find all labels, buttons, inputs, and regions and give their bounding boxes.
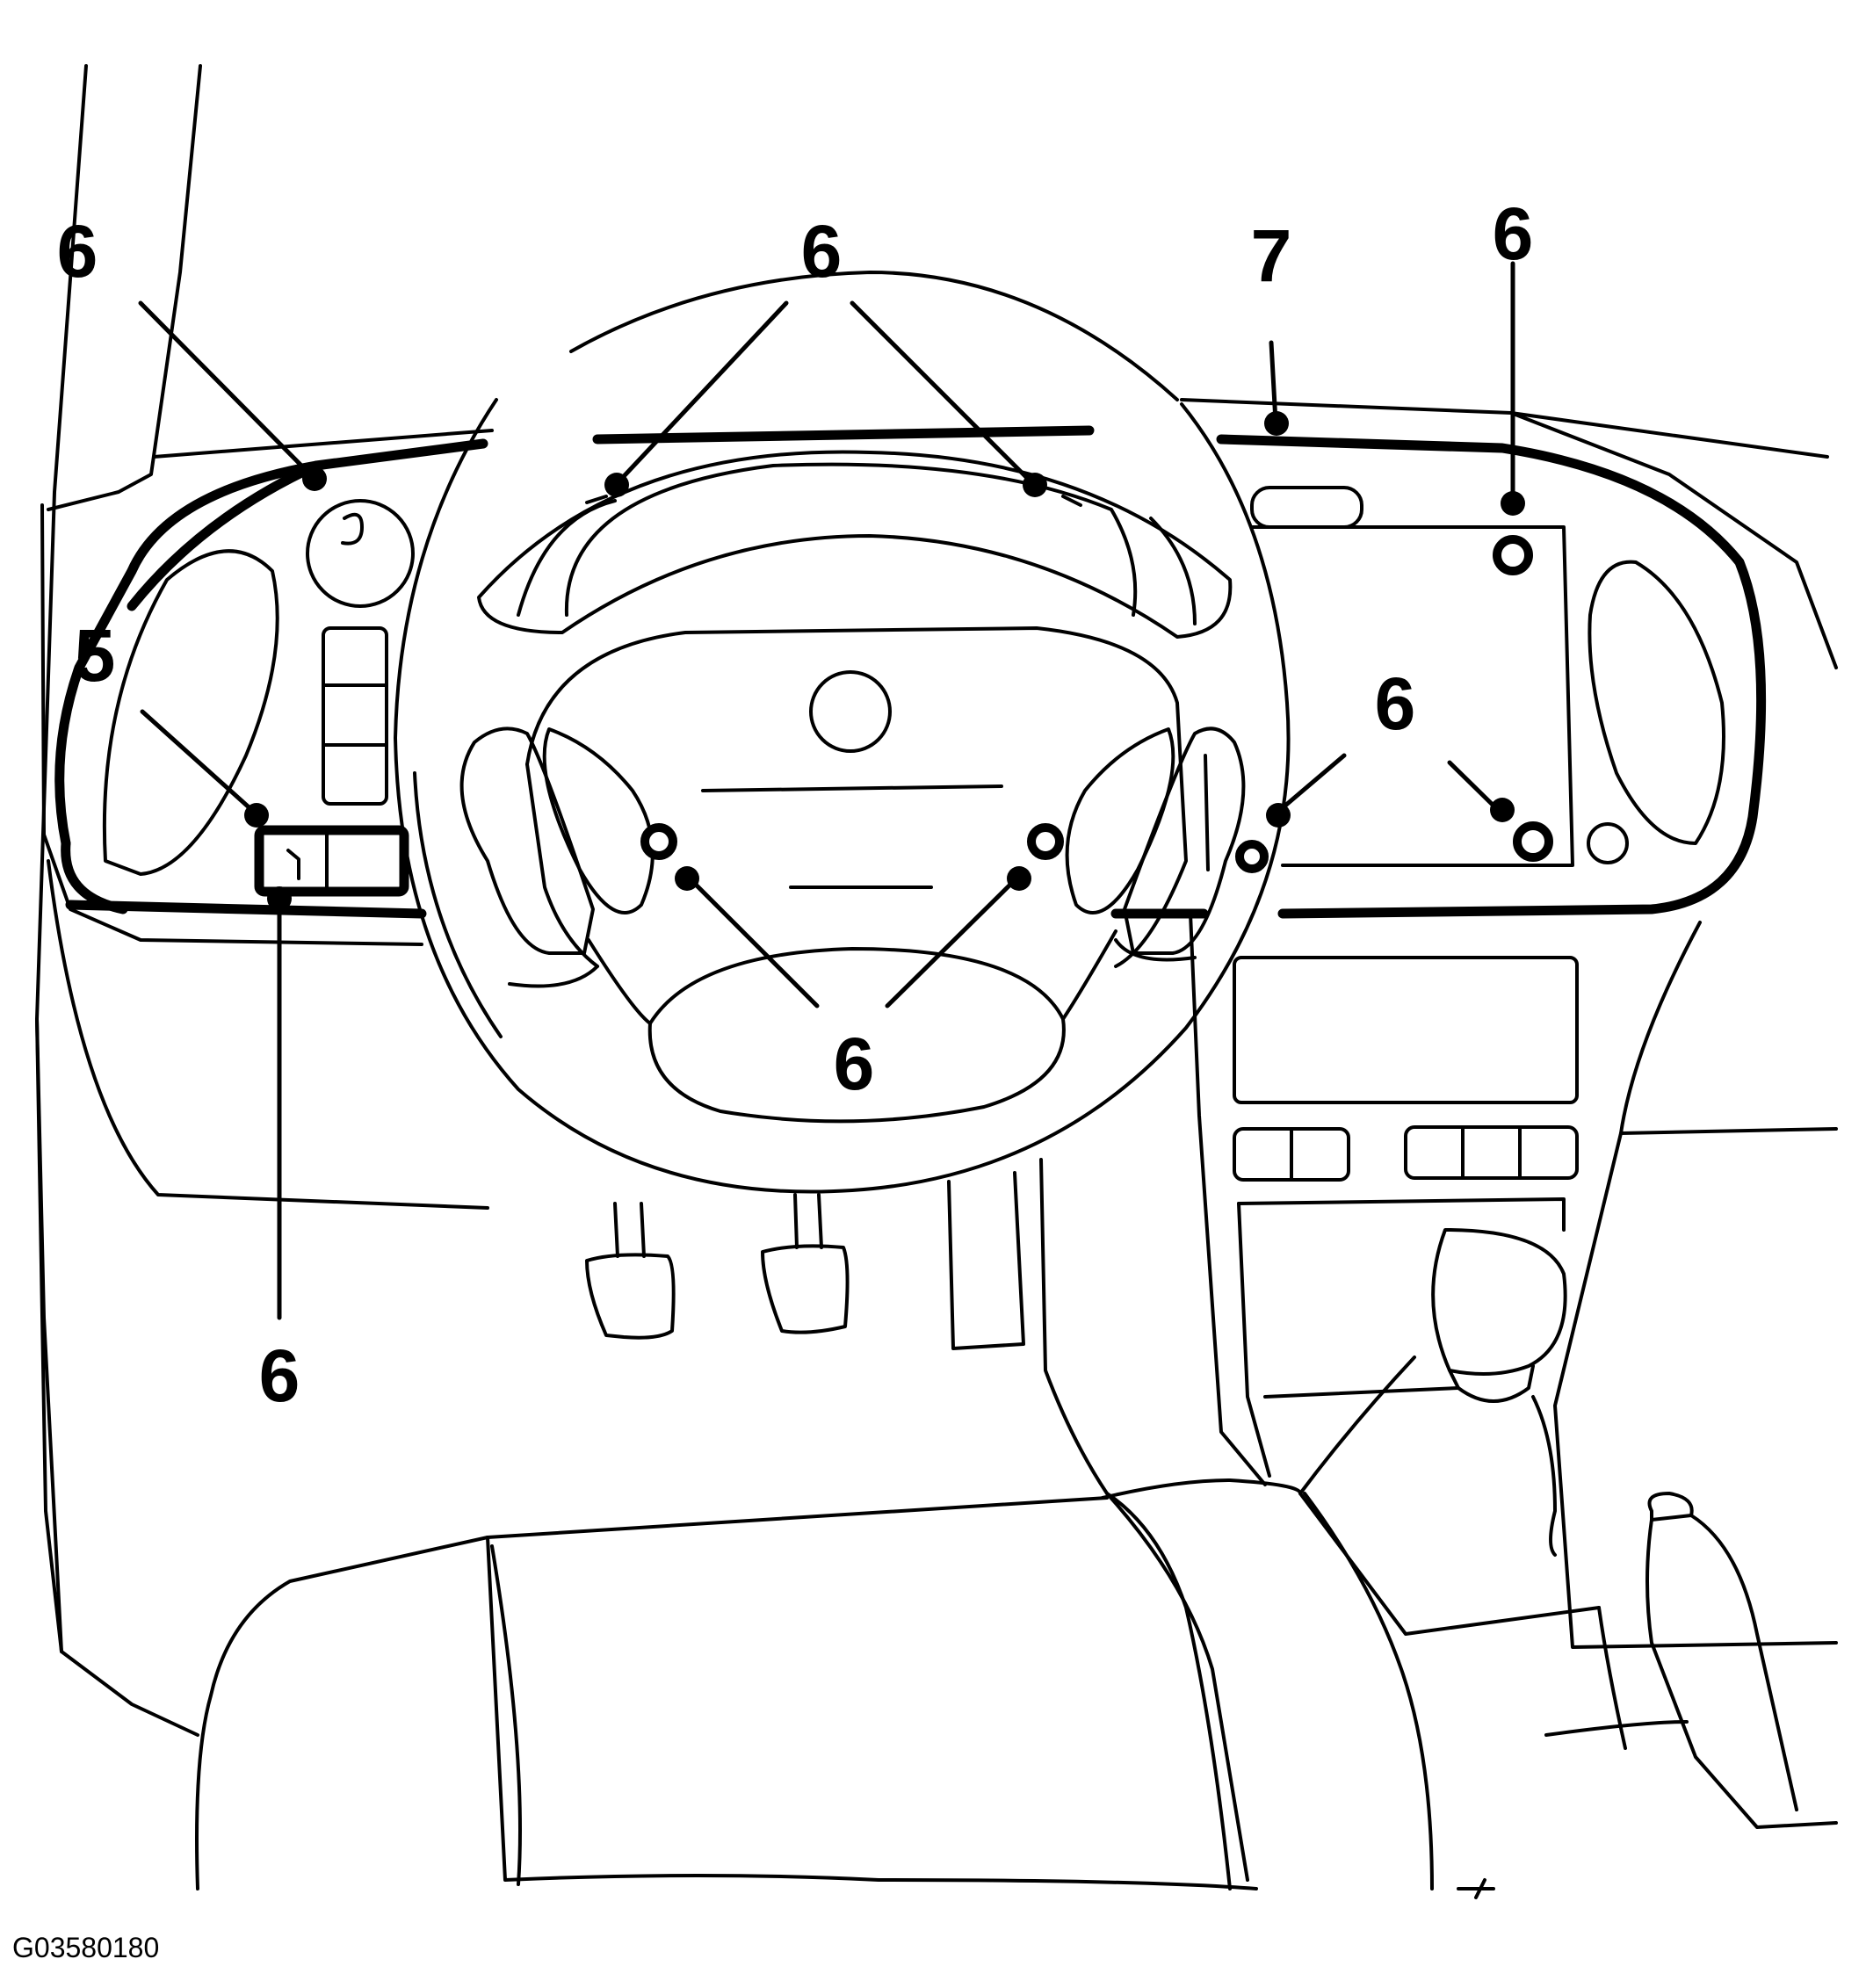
- callout-label: 6: [1493, 192, 1534, 275]
- fastener-dot: [1007, 866, 1031, 891]
- leader-line-3: [1269, 340, 1278, 424]
- fastener-dot: [1501, 491, 1525, 516]
- nut-icon: [640, 823, 677, 860]
- left-gauges: [102, 499, 415, 897]
- callout-label: 6: [801, 210, 843, 293]
- fastener-dot: [675, 866, 699, 891]
- fastener-dot: [244, 803, 269, 828]
- fastener-dot: [1490, 798, 1515, 822]
- callout-label: 6: [259, 1334, 300, 1417]
- callout-labels: 6 6 7 6 5 6 6 6: [57, 192, 1534, 1417]
- leader-line-9b: [885, 876, 1019, 1008]
- fastener-dot: [1266, 803, 1291, 828]
- callout-label: 5: [75, 614, 116, 697]
- fastener-dot: [604, 473, 629, 497]
- figure-code: G03580180: [12, 1932, 159, 1963]
- leader-line-2b: [850, 300, 1035, 486]
- leader-lines: [138, 261, 1515, 1320]
- leader-line-7: [140, 709, 257, 815]
- nut-icon: [1235, 840, 1269, 873]
- callout-label: 7: [1251, 214, 1292, 297]
- right-panel: [1204, 486, 1725, 871]
- seat: [195, 1158, 1495, 1899]
- fastener-dot: [302, 466, 327, 491]
- nut-icon: [1513, 821, 1553, 862]
- a-pillar: [35, 64, 202, 1737]
- nut-icon: [1493, 535, 1533, 575]
- leader-line-5: [1271, 753, 1347, 818]
- fastener-dot: [1023, 473, 1047, 497]
- pedals: [585, 1171, 1025, 1350]
- nut-icon: [1027, 823, 1064, 860]
- callout-label: 6: [57, 210, 98, 293]
- steering-wheel: [394, 271, 1291, 1194]
- leader-line-6: [1447, 760, 1499, 811]
- center-console: [1189, 912, 1838, 1829]
- fastener-dot: [267, 886, 292, 911]
- callout-label: 6: [834, 1023, 875, 1105]
- nuts: [585, 495, 1553, 873]
- fastener-points: [244, 411, 1525, 911]
- fastener-dot: [1264, 411, 1289, 436]
- leader-line-2a: [611, 300, 789, 490]
- dashboard-shell: [40, 398, 1838, 1649]
- leader-line-9a: [687, 876, 820, 1008]
- leader-line-1: [138, 300, 315, 479]
- callout-label: 6: [1375, 662, 1416, 745]
